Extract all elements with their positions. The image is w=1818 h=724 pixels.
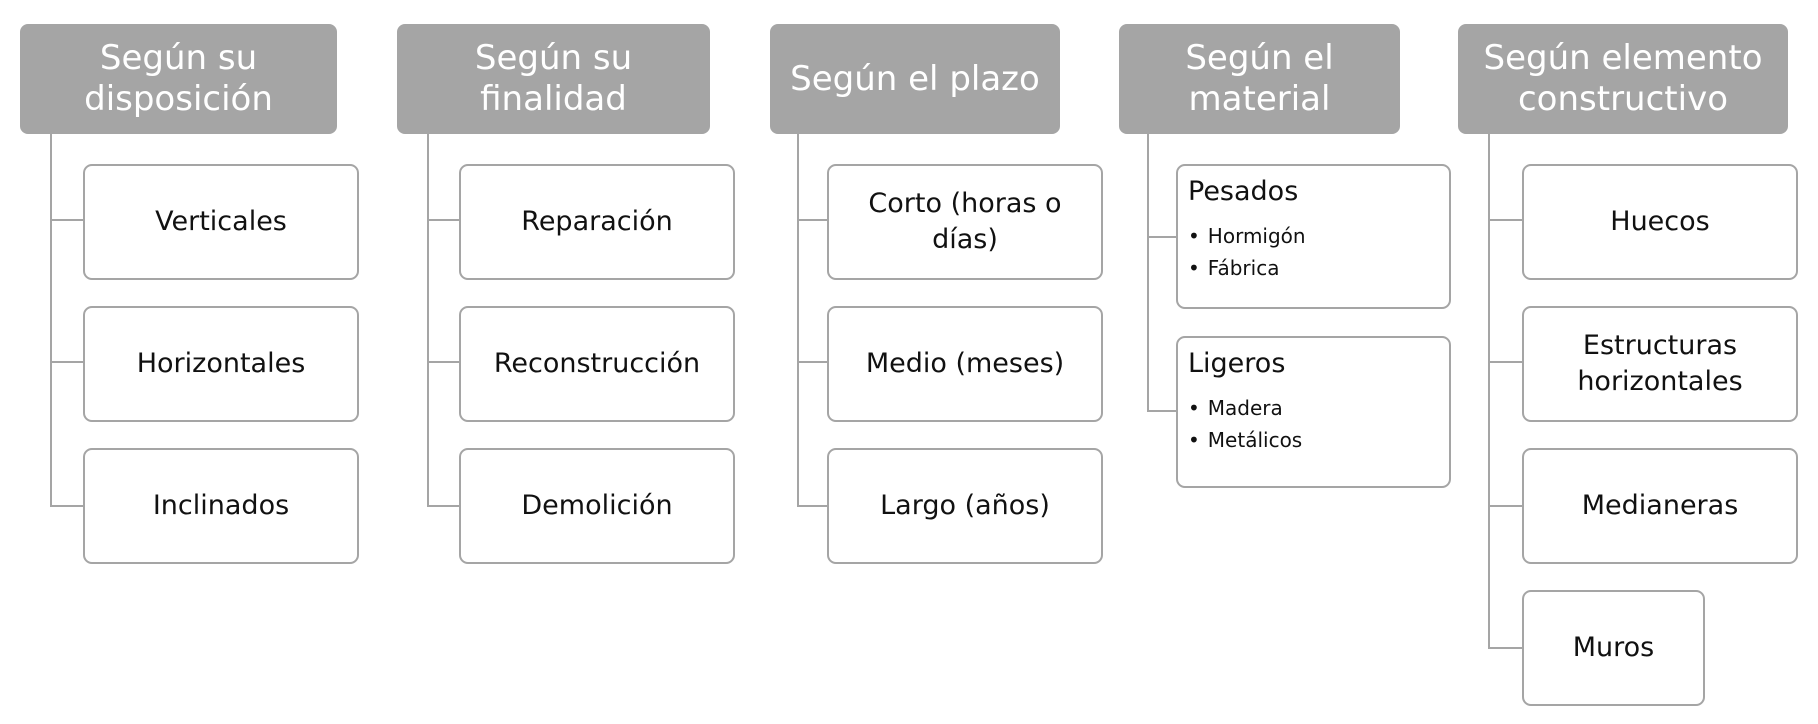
header-segun-el-material: Según el material [1119, 24, 1400, 134]
header-line: constructivo [1517, 79, 1728, 119]
connector-trunk [427, 134, 429, 507]
node-medianeras: Medianeras [1522, 448, 1798, 564]
node-corto: Corto (horas o días) [827, 164, 1103, 280]
header-segun-su-disposicion: Según su disposición [20, 24, 337, 134]
node-muros: Muros [1522, 590, 1705, 706]
bullet-item: Hormigón [1188, 220, 1439, 252]
header-line: Según su [99, 38, 258, 79]
header-line: Según el [1185, 38, 1334, 79]
connector-branch [50, 505, 83, 507]
node-estructuras-horizontales: Estructuras horizontales [1522, 306, 1798, 422]
connector-branch [797, 361, 827, 363]
connector-branch [427, 361, 459, 363]
header-line: Según su [474, 38, 633, 79]
node-demolicion: Demolición [459, 448, 735, 564]
header-segun-elemento-constructivo: Según elemento constructivo [1458, 24, 1788, 134]
bullet-list: Hormigón Fábrica [1188, 220, 1439, 284]
connector-branch [50, 361, 83, 363]
bullet-item: Madera [1188, 392, 1439, 424]
header-line: Según elemento [1483, 38, 1763, 79]
connector-branch [1488, 219, 1522, 221]
header-line: Según el plazo [790, 58, 1040, 99]
connector-trunk [1488, 134, 1490, 649]
bullet-item: Fábrica [1188, 252, 1439, 284]
node-horizontales: Horizontales [83, 306, 359, 422]
node-ligeros: Ligeros Madera Metálicos [1176, 336, 1451, 488]
connector-trunk [797, 134, 799, 507]
header-line: material [1188, 79, 1331, 119]
group-title: Ligeros [1188, 348, 1286, 379]
node-largo: Largo (años) [827, 448, 1103, 564]
node-reparacion: Reparación [459, 164, 735, 280]
connector-branch [1488, 647, 1522, 649]
connector-trunk [50, 134, 52, 507]
node-reconstruccion: Reconstrucción [459, 306, 735, 422]
bullet-item: Metálicos [1188, 424, 1439, 456]
node-pesados: Pesados Hormigón Fábrica [1176, 164, 1451, 309]
connector-branch [1488, 505, 1522, 507]
connector-trunk [1147, 134, 1149, 412]
connector-branch [427, 219, 459, 221]
connector-branch [1147, 236, 1176, 238]
connector-branch [1147, 410, 1176, 412]
header-segun-su-finalidad: Según su finalidad [397, 24, 710, 134]
header-line: finalidad [480, 79, 627, 119]
header-line: disposición [84, 79, 273, 119]
node-huecos: Huecos [1522, 164, 1798, 280]
connector-branch [797, 505, 827, 507]
group-title: Pesados [1188, 176, 1299, 207]
node-inclinados: Inclinados [83, 448, 359, 564]
node-verticales: Verticales [83, 164, 359, 280]
connector-branch [50, 219, 83, 221]
connector-branch [427, 505, 459, 507]
header-segun-el-plazo: Según el plazo [770, 24, 1060, 134]
bullet-list: Madera Metálicos [1188, 392, 1439, 456]
connector-branch [1488, 361, 1522, 363]
connector-branch [797, 219, 827, 221]
node-medio: Medio (meses) [827, 306, 1103, 422]
